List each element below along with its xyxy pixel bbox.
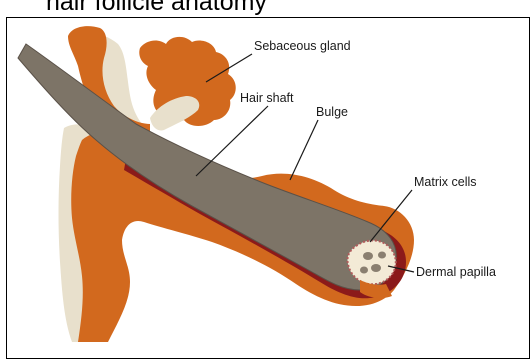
hair-follicle-diagram: Sebaceous gland Hair shaft Bulge Matrix … <box>0 0 532 350</box>
label-bulge: Bulge <box>316 105 348 119</box>
label-dermal-papilla: Dermal papilla <box>416 265 496 279</box>
label-sebaceous-gland: Sebaceous gland <box>254 39 351 53</box>
sebaceous-gland <box>139 37 235 131</box>
label-matrix-cells: Matrix cells <box>414 175 477 189</box>
label-hair-shaft: Hair shaft <box>240 91 294 105</box>
leader-bulge <box>290 120 318 180</box>
